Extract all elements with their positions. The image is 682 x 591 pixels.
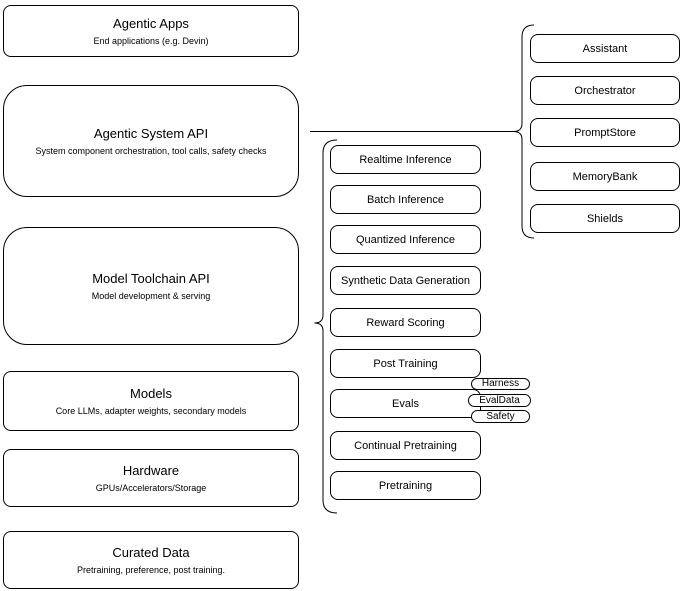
node-quantized-inference: Quantized Inference [330, 225, 481, 254]
node-title: Model Toolchain API [92, 270, 210, 286]
node-model-toolchain-api: Model Toolchain API Model development & … [3, 227, 299, 345]
pill-label: Safety [486, 410, 515, 422]
node-title: Models [130, 385, 172, 401]
node-title: Agentic System API [93, 125, 209, 141]
node-memorybank: MemoryBank [530, 162, 680, 191]
node-title: Agentic Apps [113, 15, 189, 31]
node-curated-data: Curated Data Pretraining, preference, po… [3, 531, 299, 589]
pill-harness: Harness [471, 378, 530, 390]
node-subtitle: Core LLMs, adapter weights, secondary mo… [55, 405, 247, 416]
node-label: Pretraining [378, 479, 433, 492]
node-assistant: Assistant [530, 34, 680, 63]
node-label: MemoryBank [572, 170, 638, 183]
node-agentic-system-api: Agentic System API System component orch… [3, 85, 299, 197]
node-title: Hardware [122, 462, 180, 478]
node-label: Batch Inference [366, 193, 445, 206]
node-models: Models Core LLMs, adapter weights, secon… [3, 371, 299, 431]
node-batch-inference: Batch Inference [330, 185, 481, 214]
node-post-training: Post Training [330, 349, 481, 378]
node-agentic-apps: Agentic Apps End applications (e.g. Devi… [3, 5, 299, 57]
node-title: Curated Data [112, 544, 190, 560]
node-label: Reward Scoring [366, 316, 445, 329]
pill-label: Harness [481, 378, 520, 389]
node-label: Quantized Inference [355, 233, 456, 246]
node-label: Evals [392, 397, 419, 410]
pill-label: EvalData [479, 394, 520, 406]
node-label: Orchestrator [574, 84, 636, 97]
node-continual-pretraining: Continual Pretraining [330, 431, 481, 460]
node-label: Synthetic Data Generation [340, 274, 471, 287]
node-subtitle: System component orchestration, tool cal… [35, 145, 267, 156]
node-subtitle: Pretraining, preference, post training. [76, 564, 226, 575]
node-realtime-inference: Realtime Inference [330, 145, 481, 174]
node-hardware: Hardware GPUs/Accelerators/Storage [3, 449, 299, 507]
node-orchestrator: Orchestrator [530, 76, 680, 105]
node-label: Realtime Inference [359, 153, 452, 166]
node-label: Continual Pretraining [354, 439, 457, 452]
node-evals: Evals [330, 389, 481, 418]
node-subtitle: GPUs/Accelerators/Storage [95, 482, 207, 493]
pill-evaldata: EvalData [468, 394, 531, 407]
node-shields: Shields [530, 204, 680, 233]
node-label: Post Training [373, 357, 438, 370]
node-label: Shields [586, 212, 624, 225]
node-subtitle: Model development & serving [91, 290, 211, 301]
node-synthetic-data-generation: Synthetic Data Generation [330, 266, 481, 295]
node-reward-scoring: Reward Scoring [330, 308, 481, 337]
node-subtitle: End applications (e.g. Devin) [93, 35, 209, 46]
node-pretraining: Pretraining [330, 471, 481, 500]
node-promptstore: PromptStore [530, 118, 680, 147]
node-label: PromptStore [574, 126, 636, 139]
node-label: Assistant [582, 42, 628, 55]
pill-safety: Safety [471, 410, 530, 423]
